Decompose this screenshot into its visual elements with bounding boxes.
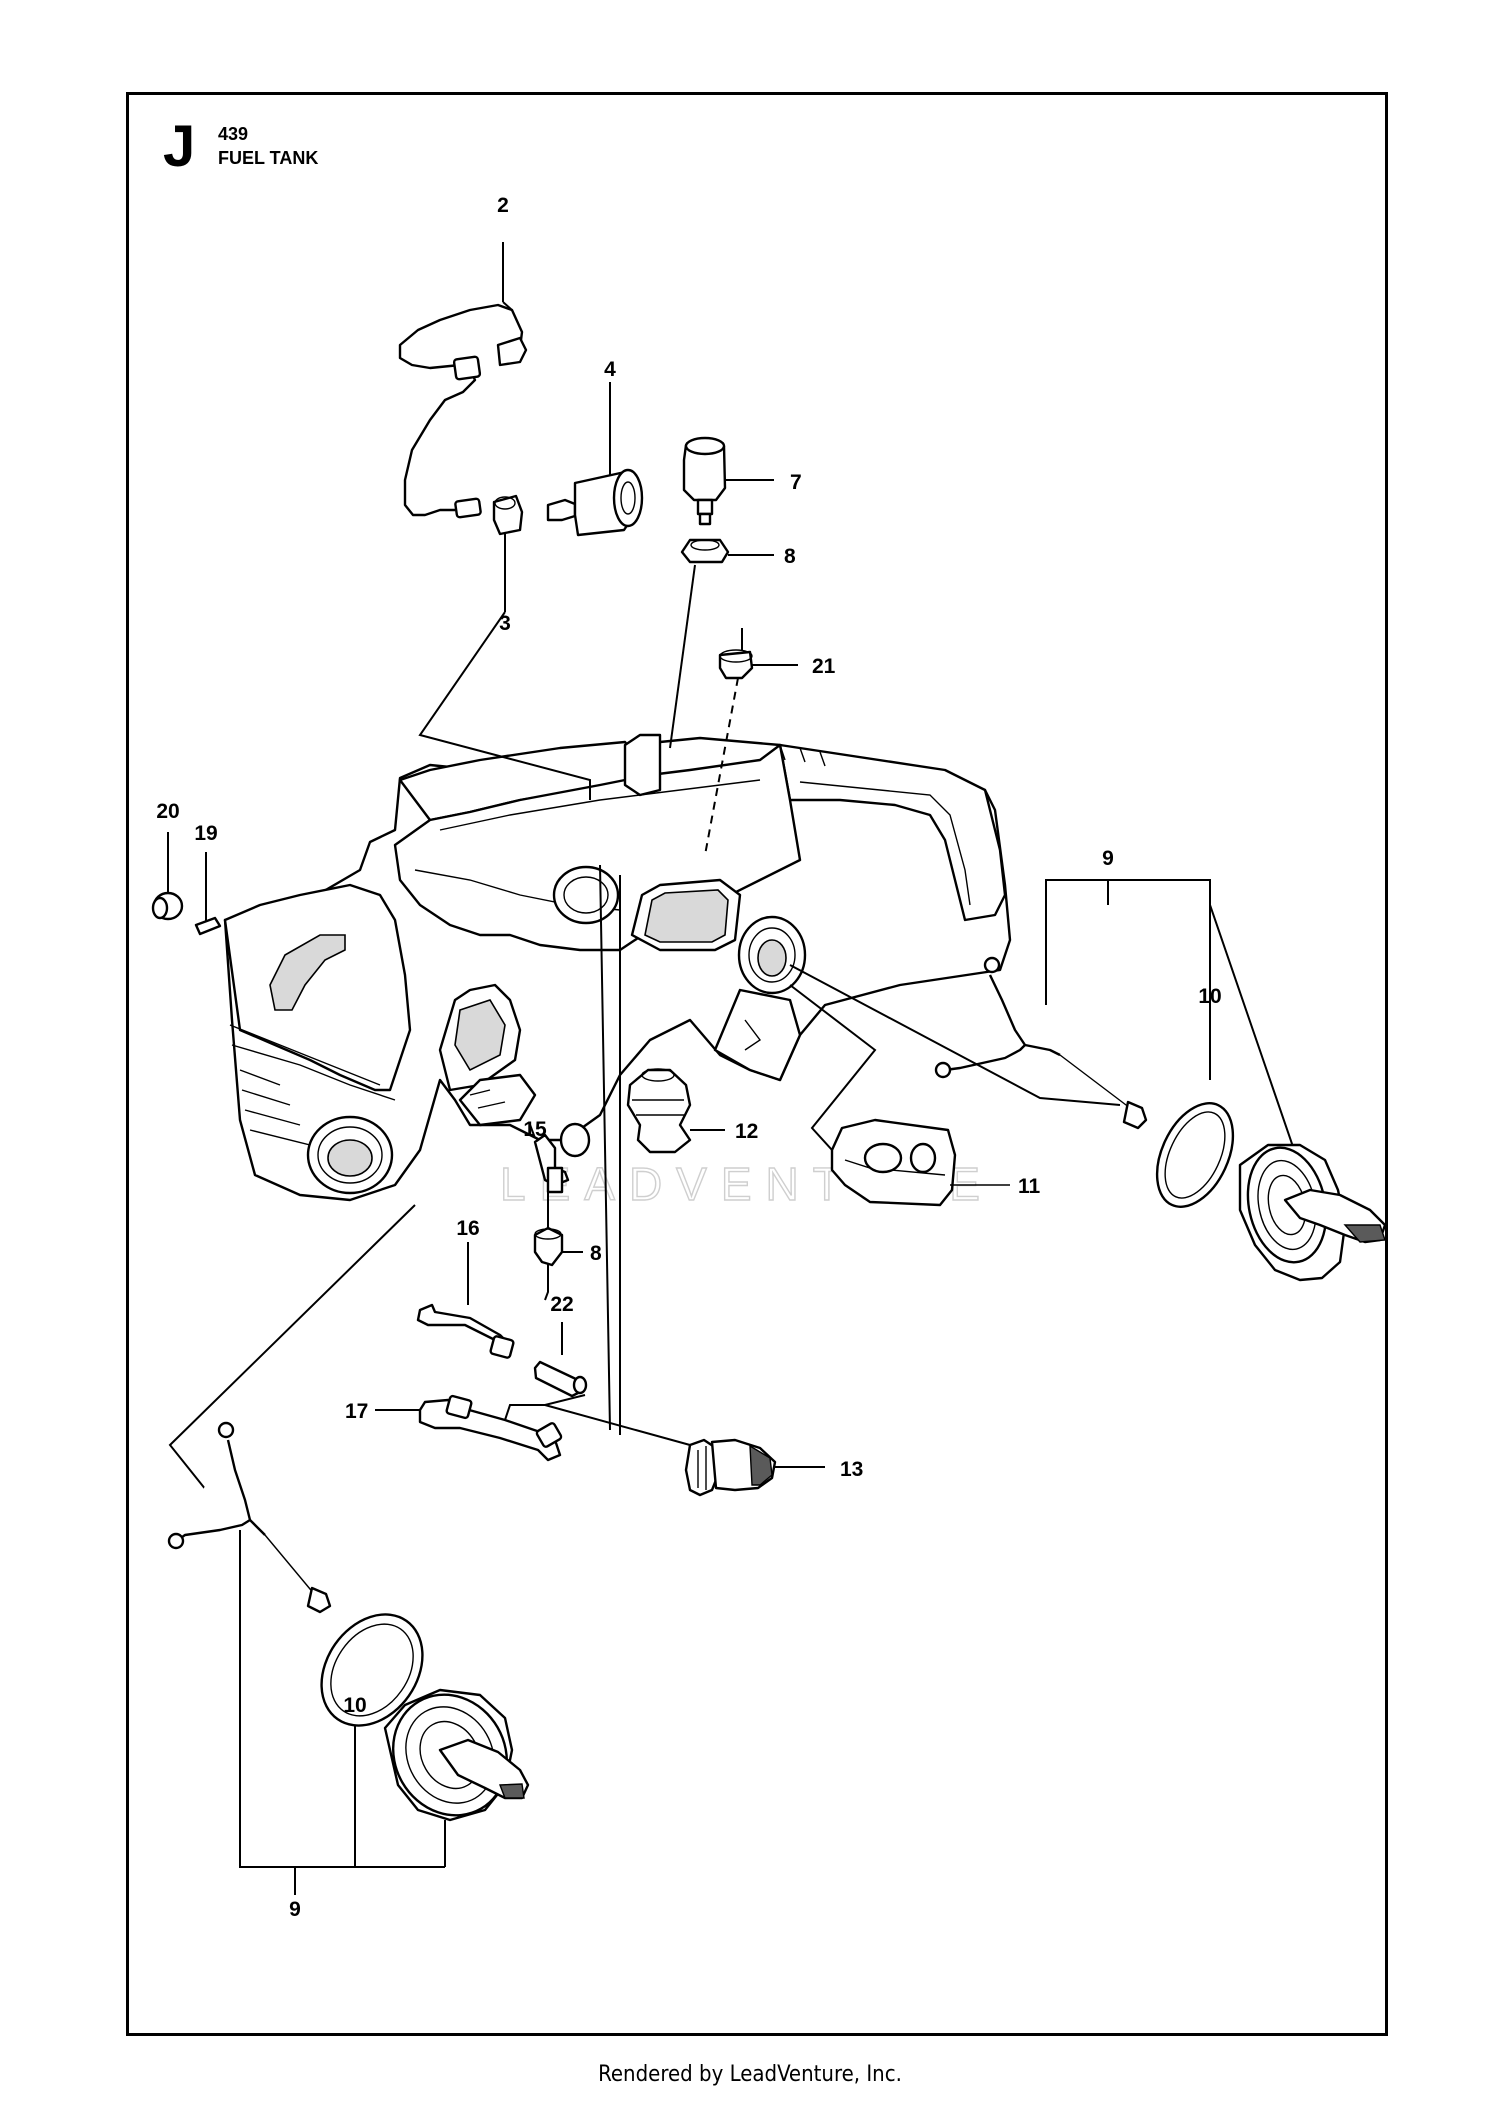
callout-22: 22 <box>550 1293 573 1316</box>
callout-19: 19 <box>194 822 217 845</box>
part-21-plug <box>704 628 798 856</box>
part-2-fuel-hose <box>398 242 528 519</box>
model-number: 439 <box>218 124 249 144</box>
callout-8-upper: 8 <box>784 545 796 568</box>
part-4-fuel-filter <box>546 382 644 537</box>
footer-credit: Rendered by LeadVenture, Inc. <box>598 2062 902 2087</box>
callout-15: 15 <box>523 1118 547 1141</box>
part-13-primer-bulb <box>599 864 825 1497</box>
callout-21: 21 <box>812 655 836 678</box>
part-8-grommet-lower <box>533 1226 583 1267</box>
callout-10-lower: 10 <box>343 1694 366 1717</box>
part-19-pin <box>194 852 222 936</box>
part-15-elbow-fitting <box>528 1121 570 1301</box>
callout-16: 16 <box>456 1217 479 1240</box>
callout-12: 12 <box>735 1120 758 1143</box>
callout-labels: 2 3 4 7 8 21 20 19 9 10 15 12 11 16 8 22… <box>156 194 1221 1921</box>
diagram-title: FUEL TANK <box>218 148 319 168</box>
callout-9-upper: 9 <box>1102 847 1114 870</box>
callout-2: 2 <box>497 194 509 217</box>
callout-11: 11 <box>1018 1175 1041 1198</box>
callout-10-upper: 10 <box>1198 985 1221 1008</box>
part-20-cap <box>151 832 184 921</box>
callout-8-lower: 8 <box>590 1242 602 1265</box>
part-16-fuel-hose <box>416 1242 515 1359</box>
callout-3: 3 <box>499 612 511 635</box>
part-3-hose-connector <box>492 494 524 612</box>
part-11-cover <box>789 984 1010 1207</box>
callout-7: 7 <box>790 471 802 494</box>
callout-13: 13 <box>840 1458 863 1481</box>
callout-9-lower: 9 <box>289 1898 301 1921</box>
fuel-tank-body <box>223 733 1012 1202</box>
diagram-frame <box>126 92 1388 2036</box>
part-8-grommet-upper <box>669 538 774 749</box>
part-22-sleeve <box>533 1322 588 1398</box>
callout-17: 17 <box>345 1400 368 1423</box>
section-letter: J <box>163 114 196 179</box>
callout-4: 4 <box>604 358 616 381</box>
part-9-fuel-cap-assembly-upper <box>934 879 1387 1282</box>
callout-20: 20 <box>156 800 179 823</box>
part-7-tank-vent <box>682 436 774 526</box>
part-17-return-hose <box>375 1394 691 1462</box>
part-12-grommet <box>626 1068 725 1154</box>
part-9-fuel-cap-assembly-lower <box>167 1421 530 1895</box>
